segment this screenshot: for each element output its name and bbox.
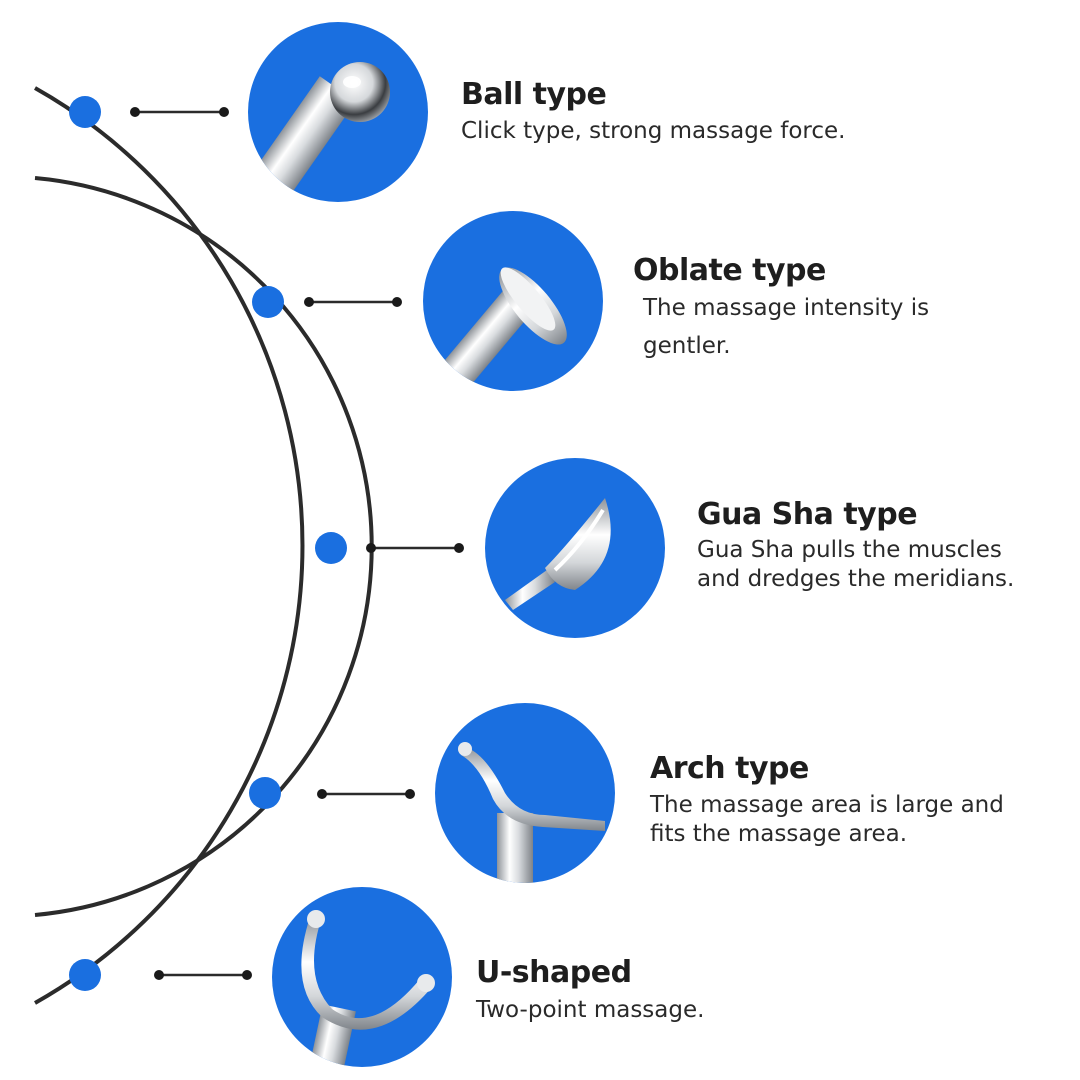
arch-type-desc-line-2: fits the massage area. bbox=[650, 821, 908, 847]
arch-type-image bbox=[435, 703, 615, 883]
orbit-dot-2 bbox=[252, 286, 284, 318]
connector-1 bbox=[69, 96, 229, 128]
oblate-type-desc-line-2: gentler. bbox=[643, 333, 731, 359]
orbit-dot-3 bbox=[315, 532, 347, 564]
gua-sha-type-title: Gua Sha type bbox=[697, 497, 918, 532]
ball-head-icon bbox=[248, 62, 390, 202]
oblate-type-title: Oblate type bbox=[633, 253, 826, 288]
u-shaped-type-image bbox=[272, 887, 452, 1067]
gua-sha-type-desc-line-1: Gua Sha pulls the muscles bbox=[697, 537, 1002, 563]
gua-sha-type-image bbox=[485, 458, 665, 638]
u-shaped-type-title: U-shaped bbox=[476, 955, 632, 990]
connector-4 bbox=[249, 777, 415, 809]
arch-type-desc-line-1: The massage area is large and bbox=[650, 792, 1004, 818]
connector-2 bbox=[252, 286, 402, 318]
ball-type-title: Ball type bbox=[461, 77, 607, 112]
gua-sha-head-icon bbox=[505, 498, 611, 610]
oblate-head-icon bbox=[423, 267, 567, 391]
u-shaped-head-icon bbox=[301, 910, 435, 1067]
arch-type-title: Arch type bbox=[650, 751, 809, 786]
orbit-dot-1 bbox=[69, 96, 101, 128]
ball-type-image bbox=[248, 22, 428, 202]
outer-arc bbox=[34, 86, 305, 1005]
u-shaped-type-desc-line-1: Two-point massage. bbox=[476, 997, 705, 1023]
oblate-type-image bbox=[423, 211, 603, 391]
arch-head-icon bbox=[458, 742, 605, 883]
orbit-dot-5 bbox=[69, 959, 101, 991]
ball-type-desc-line-1: Click type, strong massage force. bbox=[461, 118, 846, 144]
orbit-dot-4 bbox=[249, 777, 281, 809]
oblate-type-desc-line-1: The massage intensity is bbox=[643, 295, 930, 321]
connector-5 bbox=[69, 959, 252, 991]
gua-sha-type-desc-line-2: and dredges the meridians. bbox=[697, 566, 1015, 592]
connector-3 bbox=[315, 532, 464, 564]
